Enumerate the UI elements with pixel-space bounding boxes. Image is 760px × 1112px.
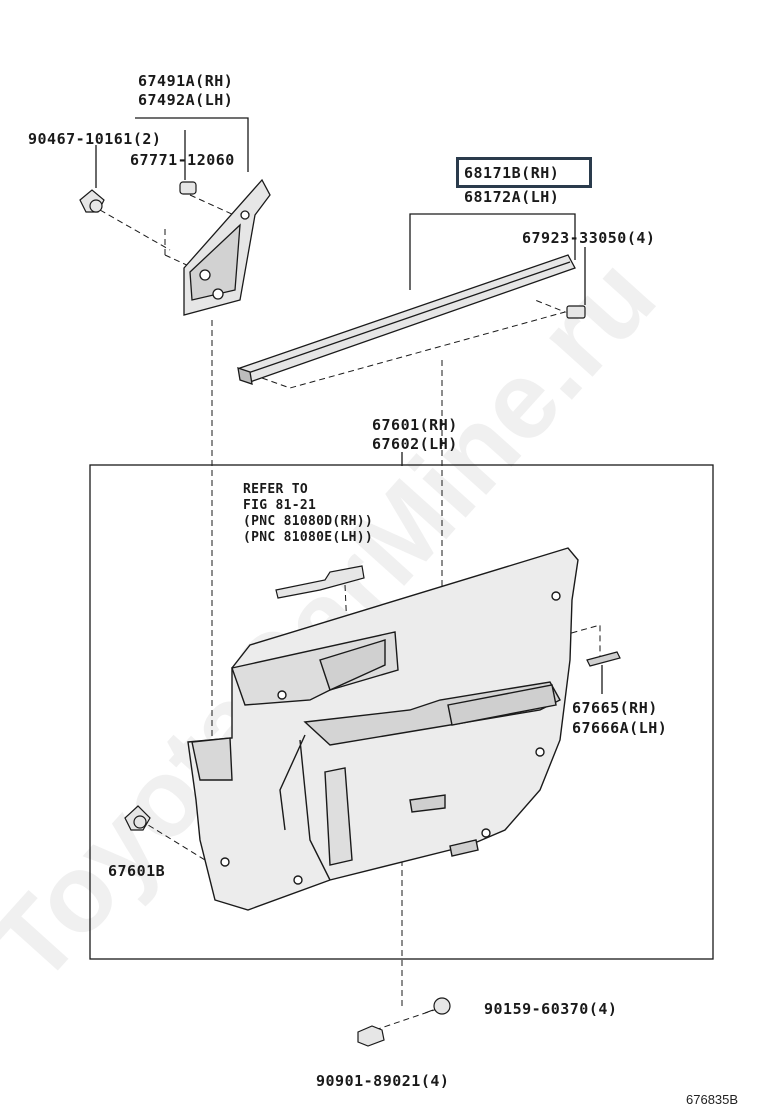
label-refer-2: FIG 81-21 (243, 498, 317, 513)
label-weatherstrip-clip: 67923-33050(4) (522, 229, 656, 247)
label-screw-bottom: 90159-60370(4) (484, 1000, 618, 1018)
label-clip-bottom: 90901-89021(4) (316, 1072, 450, 1090)
trim-panel-part (187, 547, 579, 911)
label-refer-1: REFER TO (243, 482, 309, 497)
trim-panel-box (89, 464, 714, 960)
label-refer-4: (PNC 81080E(LH)) (243, 530, 374, 545)
label-weatherstrip-rh: 68171B(RH) (464, 164, 560, 182)
clip-top-part (179, 181, 197, 195)
bottom-screw-guide (374, 1007, 441, 1031)
label-refer-3: (PNC 81080D(RH)) (243, 514, 374, 529)
garnish-leader (135, 117, 249, 172)
clip-bottom-part (357, 1025, 385, 1047)
screw-bottom-part (424, 997, 451, 1015)
screw-top-part (79, 189, 105, 213)
figure-id: 676835B (686, 1092, 739, 1107)
weatherstrip-clip-part (566, 305, 586, 319)
label-garnish-lh: 67492A(LH) (138, 91, 234, 109)
switch-base-part (275, 565, 365, 599)
label-clip-top: 67771-12060 (130, 151, 235, 169)
label-garnish-rh: 67491A(RH) (138, 72, 234, 90)
label-weatherstrip-lh: 68172A(LH) (464, 188, 560, 206)
weatherstrip-part (237, 254, 576, 385)
pad-part (586, 651, 621, 667)
trim-clip-part (124, 805, 151, 831)
label-trim-clip: 67601B (108, 862, 166, 880)
label-screw-top: 90467-10161(2) (28, 130, 162, 148)
garnish-part (183, 178, 271, 316)
label-trim-lh: 67602(LH) (372, 435, 458, 453)
screw-guide-1 (99, 209, 171, 251)
label-pad-rh: 67665(RH) (572, 699, 658, 717)
weatherstrip-guide (261, 299, 567, 389)
weatherstrip-leader (409, 213, 576, 290)
highlighted-part-box (456, 157, 592, 188)
label-trim-rh: 67601(RH) (372, 416, 458, 434)
label-pad-lh: 67666A(LH) (572, 719, 668, 737)
clip-bottom-guide (139, 819, 206, 861)
